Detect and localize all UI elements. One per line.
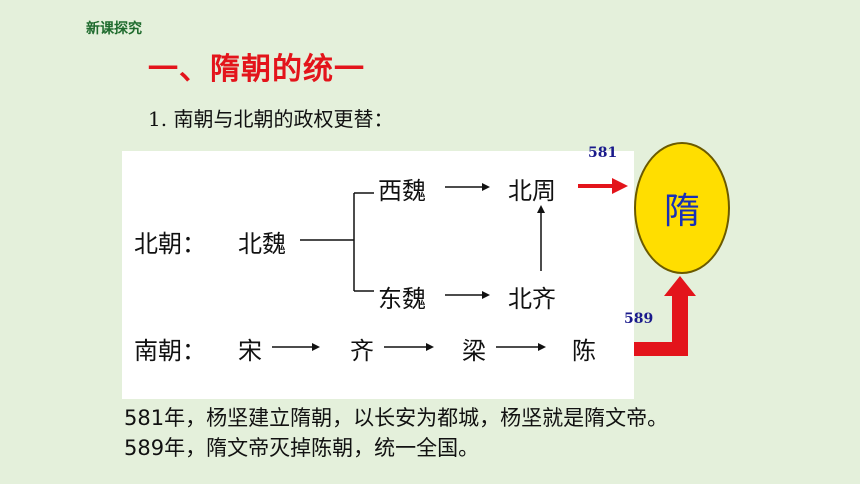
text-line-1: 581年，杨坚建立隋朝，以长安为都城，杨坚就是隋文帝。 — [124, 406, 669, 430]
arrow-head — [482, 183, 490, 191]
song: 宋 — [238, 337, 262, 365]
sui-circle: 隋 — [634, 142, 730, 274]
sui-label: 隋 — [663, 191, 700, 232]
north-qi: 北齐 — [508, 285, 556, 313]
main-title: 一、隋朝的统一 — [148, 52, 365, 87]
year-581: 581 — [588, 145, 618, 161]
year-589: 589 — [624, 311, 654, 327]
north-zhou: 北周 — [508, 177, 556, 205]
west-wei: 西魏 — [378, 177, 426, 205]
diagram-lines — [272, 183, 546, 351]
north-wei: 北魏 — [238, 230, 286, 258]
east-wei: 东魏 — [378, 285, 426, 313]
qi-south: 齐 — [350, 337, 374, 365]
subtitle: 1. 南朝与北朝的政权更替： — [148, 107, 394, 131]
south-dynasty-label: 南朝： — [134, 337, 206, 365]
north-dynasty-label: 北朝： — [134, 230, 206, 258]
liang: 梁 — [462, 337, 486, 365]
regime-diagram: 北朝： 北魏 西魏 东魏 北周 北齐 南朝： 宋 齐 梁 陈 — [122, 151, 634, 399]
text-line-2: 589年，隋文帝灭掉陈朝，统一全国。 — [124, 436, 480, 460]
chen: 陈 — [572, 337, 596, 365]
section-label: 新课探究 — [86, 21, 142, 37]
